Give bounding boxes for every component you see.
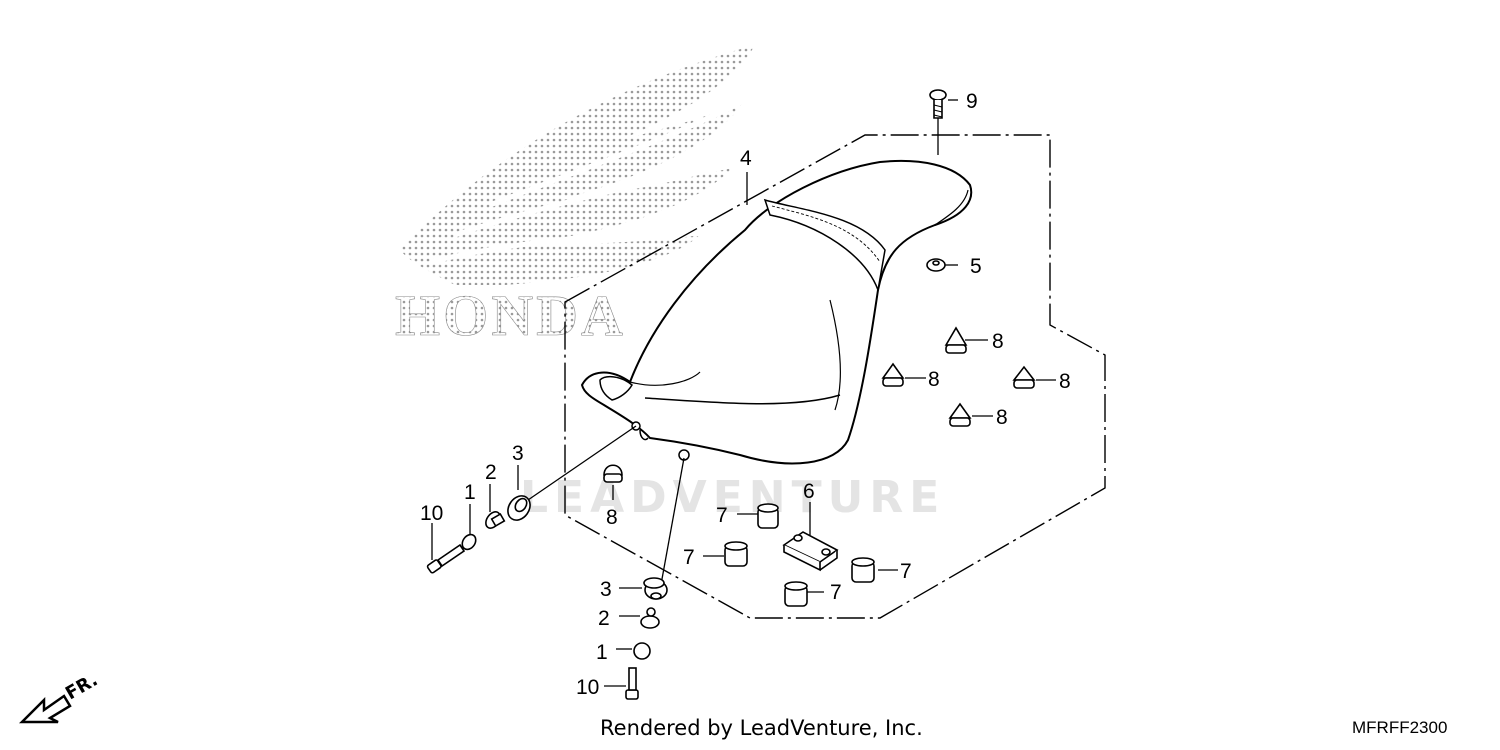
arrow-icon [18, 694, 72, 724]
washer-1-left [461, 533, 477, 551]
callout-1-bottom: 1 [596, 641, 608, 664]
collar-2-bottom [640, 607, 660, 629]
seat-strap [763, 198, 886, 293]
callout-8d: 8 [996, 406, 1008, 429]
cushion-7c [784, 581, 808, 607]
stopper-8a [944, 326, 968, 354]
callout-8e: 8 [606, 506, 618, 529]
diagram-code: MFRFF2300 [1352, 718, 1448, 737]
bolt-9 [929, 89, 947, 119]
washer-1-bottom [633, 642, 651, 660]
callout-5: 5 [970, 255, 982, 278]
wing-shape [400, 45, 755, 285]
fr-label: FR. [62, 669, 101, 704]
callout-9: 9 [966, 90, 978, 113]
seat-assembly [580, 159, 973, 465]
honda-brand-text: HONDA [395, 283, 626, 348]
stopper-8d [948, 402, 972, 427]
rendered-by-text: Rendered by LeadVenture, Inc. [600, 716, 923, 740]
cushion-7b [724, 541, 748, 567]
watermark-text: LEADVENTURE [520, 472, 945, 523]
front-direction-indicator: FR. [18, 669, 101, 724]
stopper-8c [1012, 365, 1036, 389]
callout-4: 4 [740, 147, 752, 170]
callout-8c: 8 [1059, 370, 1071, 393]
callout-7b: 7 [683, 546, 695, 569]
bolt-10-bottom [625, 667, 639, 700]
assembly-outline [564, 134, 1106, 619]
collar-2-left [485, 511, 506, 529]
seat-body [580, 159, 973, 465]
grommet-3-left [507, 495, 531, 521]
callout-7a: 7 [716, 504, 728, 527]
stopper-8e [603, 464, 623, 483]
callout-1-left: 1 [464, 481, 476, 504]
honda-wing-logo: HONDA [395, 45, 755, 348]
bracket-6 [782, 531, 839, 572]
callout-2-left: 2 [485, 461, 497, 484]
callout-7d: 7 [900, 560, 912, 583]
callout-labels: 1 1 2 2 3 3 4 5 6 7 7 7 7 8 8 8 8 8 9 10… [420, 90, 1071, 699]
callout-10-left: 10 [420, 502, 443, 525]
callout-8a: 8 [992, 330, 1004, 353]
cushion-7a [757, 503, 779, 529]
cushion-7d [851, 557, 875, 583]
callout-2-bottom: 2 [598, 607, 610, 630]
grommet-3-bottom [643, 577, 668, 600]
bolt-10-left [426, 543, 466, 574]
callout-6: 6 [803, 480, 815, 503]
callout-3-bottom: 3 [600, 578, 612, 601]
callout-8b: 8 [928, 368, 940, 391]
callout-7c: 7 [830, 581, 842, 604]
callout-3-left: 3 [512, 442, 524, 465]
hardware-parts [426, 89, 1036, 700]
stopper-8b [881, 362, 905, 387]
washer-5 [926, 258, 946, 272]
callout-10-bottom: 10 [576, 676, 599, 699]
